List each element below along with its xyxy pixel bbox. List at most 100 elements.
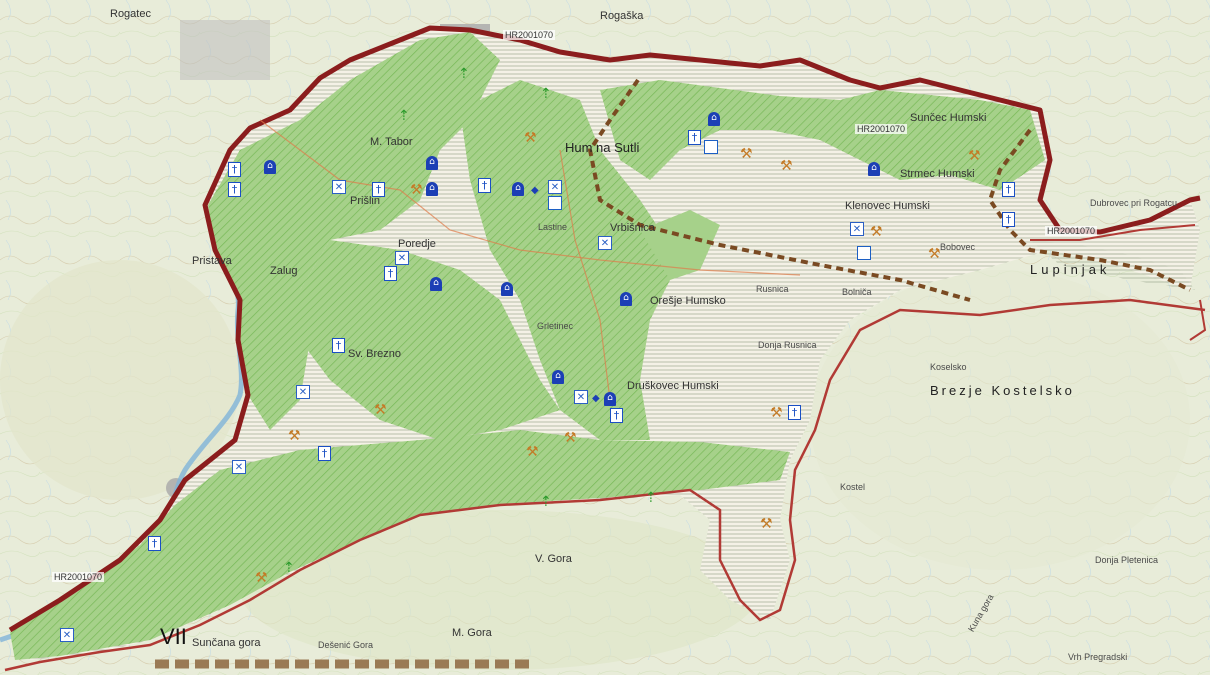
place-label: Zalug xyxy=(270,265,298,277)
place-label: Rogaška xyxy=(600,10,644,22)
zone-code-label: HR2001070 xyxy=(52,572,105,582)
square-icon[interactable] xyxy=(704,140,718,154)
tree-icon[interactable]: ⇡ xyxy=(283,560,295,576)
cross-icon[interactable]: † xyxy=(228,162,241,177)
crossed-box-icon[interactable]: ✕ xyxy=(574,390,588,404)
cross-icon[interactable]: † xyxy=(478,178,491,193)
pickaxe-icon[interactable]: ⚒ xyxy=(870,224,883,240)
cross-icon[interactable]: † xyxy=(372,182,385,197)
zone-code-label: HR2001070 xyxy=(855,124,908,134)
crossed-box-icon[interactable]: ✕ xyxy=(548,180,562,194)
place-label: Koselsko xyxy=(930,362,967,372)
cross-icon[interactable]: † xyxy=(228,182,241,197)
place-label: Orešje Humsko xyxy=(650,295,726,307)
crossed-box-icon[interactable]: ✕ xyxy=(850,222,864,236)
place-label: Klenovec Humski xyxy=(845,200,930,212)
pickaxe-icon[interactable]: ⚒ xyxy=(740,146,753,162)
crossed-box-icon[interactable]: ✕ xyxy=(232,460,246,474)
pickaxe-icon[interactable]: ⚒ xyxy=(968,148,981,164)
zone-code-label: HR2001070 xyxy=(503,30,556,40)
cross-icon[interactable]: † xyxy=(610,408,623,423)
place-label: Dubrovec pri Rogatcu xyxy=(1090,198,1178,208)
church-icon[interactable]: ⌂ xyxy=(604,392,616,406)
place-label: Brezje Kostelsko xyxy=(930,383,1075,398)
outer-boundary xyxy=(8,25,1201,633)
church-icon[interactable]: ⌂ xyxy=(426,156,438,170)
dashed-route-1 xyxy=(587,78,971,302)
cross-icon[interactable]: † xyxy=(318,446,331,461)
pickaxe-icon[interactable]: ⚒ xyxy=(780,158,793,174)
tree-icon[interactable]: ⇡ xyxy=(398,108,410,124)
place-label: Vrbišnica xyxy=(610,222,655,234)
pickaxe-icon[interactable]: ⚒ xyxy=(928,246,941,262)
green-forest-zones xyxy=(10,32,1195,660)
place-label: Bolniča xyxy=(842,287,872,297)
place-label: Poredje xyxy=(398,238,436,250)
place-label: Druškovec Humski xyxy=(627,380,719,392)
place-label: V. Gora xyxy=(535,553,572,565)
crossed-box-icon[interactable]: ✕ xyxy=(598,236,612,250)
pickaxe-icon[interactable]: ⚒ xyxy=(526,444,539,460)
church-icon[interactable]: ⌂ xyxy=(868,162,880,176)
tree-icon[interactable]: ⇡ xyxy=(645,490,657,506)
place-label: Rusnica xyxy=(756,284,789,294)
place-label: Donja Rusnica xyxy=(758,340,817,350)
place-label: Hum na Sutli xyxy=(565,140,640,155)
place-label: Lupinjak xyxy=(1030,262,1111,277)
pickaxe-icon[interactable]: ⚒ xyxy=(524,130,537,146)
place-label: Strmec Humski xyxy=(900,168,975,180)
crossed-box-icon[interactable]: ✕ xyxy=(60,628,74,642)
place-label: Sv. Brezno xyxy=(348,348,401,360)
cross-icon[interactable]: † xyxy=(148,536,161,551)
place-label: Sunčec Humski xyxy=(910,112,987,124)
tree-icon[interactable]: ⇡ xyxy=(458,66,470,82)
place-label: Grletinec xyxy=(537,321,574,331)
place-label: Pristava xyxy=(192,255,232,267)
church-icon[interactable]: ⌂ xyxy=(552,370,564,384)
church-icon[interactable]: ⌂ xyxy=(512,182,524,196)
pickaxe-icon[interactable]: ⚒ xyxy=(770,405,783,421)
diamond-icon[interactable]: ◆ xyxy=(592,393,600,404)
church-icon[interactable]: ⌂ xyxy=(264,160,276,174)
place-label: M. Tabor xyxy=(370,136,413,148)
cross-icon[interactable]: † xyxy=(788,405,801,420)
pickaxe-icon[interactable]: ⚒ xyxy=(288,428,301,444)
cross-icon[interactable]: † xyxy=(688,130,701,145)
place-label: Sunčana gora xyxy=(192,637,261,649)
cross-icon[interactable]: † xyxy=(332,338,345,353)
zone-label: VII xyxy=(160,624,187,649)
place-label: Lastine xyxy=(538,222,568,232)
pickaxe-icon[interactable]: ⚒ xyxy=(374,402,387,418)
tree-icon[interactable]: ⇡ xyxy=(540,86,552,102)
place-label: Bobovec xyxy=(940,242,976,252)
church-icon[interactable]: ⌂ xyxy=(501,282,513,296)
place-label: Vrh Pregradski xyxy=(1068,652,1128,662)
church-icon[interactable]: ⌂ xyxy=(430,277,442,291)
place-label: M. Gora xyxy=(452,627,492,639)
church-icon[interactable]: ⌂ xyxy=(620,292,632,306)
church-icon[interactable]: ⌂ xyxy=(426,182,438,196)
place-label: Rogatec xyxy=(110,8,151,20)
place-label: Prišlin xyxy=(350,195,380,207)
crossed-box-icon[interactable]: ✕ xyxy=(332,180,346,194)
diamond-icon[interactable]: ◆ xyxy=(531,185,539,196)
zone-code-label: HR2001070 xyxy=(1045,226,1098,236)
pickaxe-icon[interactable]: ⚒ xyxy=(760,516,773,532)
crossed-box-icon[interactable]: ✕ xyxy=(296,385,310,399)
cross-icon[interactable]: † xyxy=(1002,212,1015,227)
tree-icon[interactable]: ⇡ xyxy=(540,494,552,510)
urban-area-rogatec xyxy=(180,20,270,80)
church-icon[interactable]: ⌂ xyxy=(708,112,720,126)
cross-icon[interactable]: † xyxy=(1002,182,1015,197)
pickaxe-icon[interactable]: ⚒ xyxy=(255,570,268,586)
pickaxe-icon[interactable]: ⚒ xyxy=(564,430,577,446)
pickaxe-icon[interactable]: ⚒ xyxy=(410,182,423,198)
place-label: Kostel xyxy=(840,482,866,492)
cross-icon[interactable]: † xyxy=(384,266,397,281)
crossed-box-icon[interactable]: ✕ xyxy=(395,251,409,265)
square-icon[interactable] xyxy=(548,196,562,210)
square-icon[interactable] xyxy=(857,246,871,260)
place-label: Dešenić Gora xyxy=(318,640,374,650)
